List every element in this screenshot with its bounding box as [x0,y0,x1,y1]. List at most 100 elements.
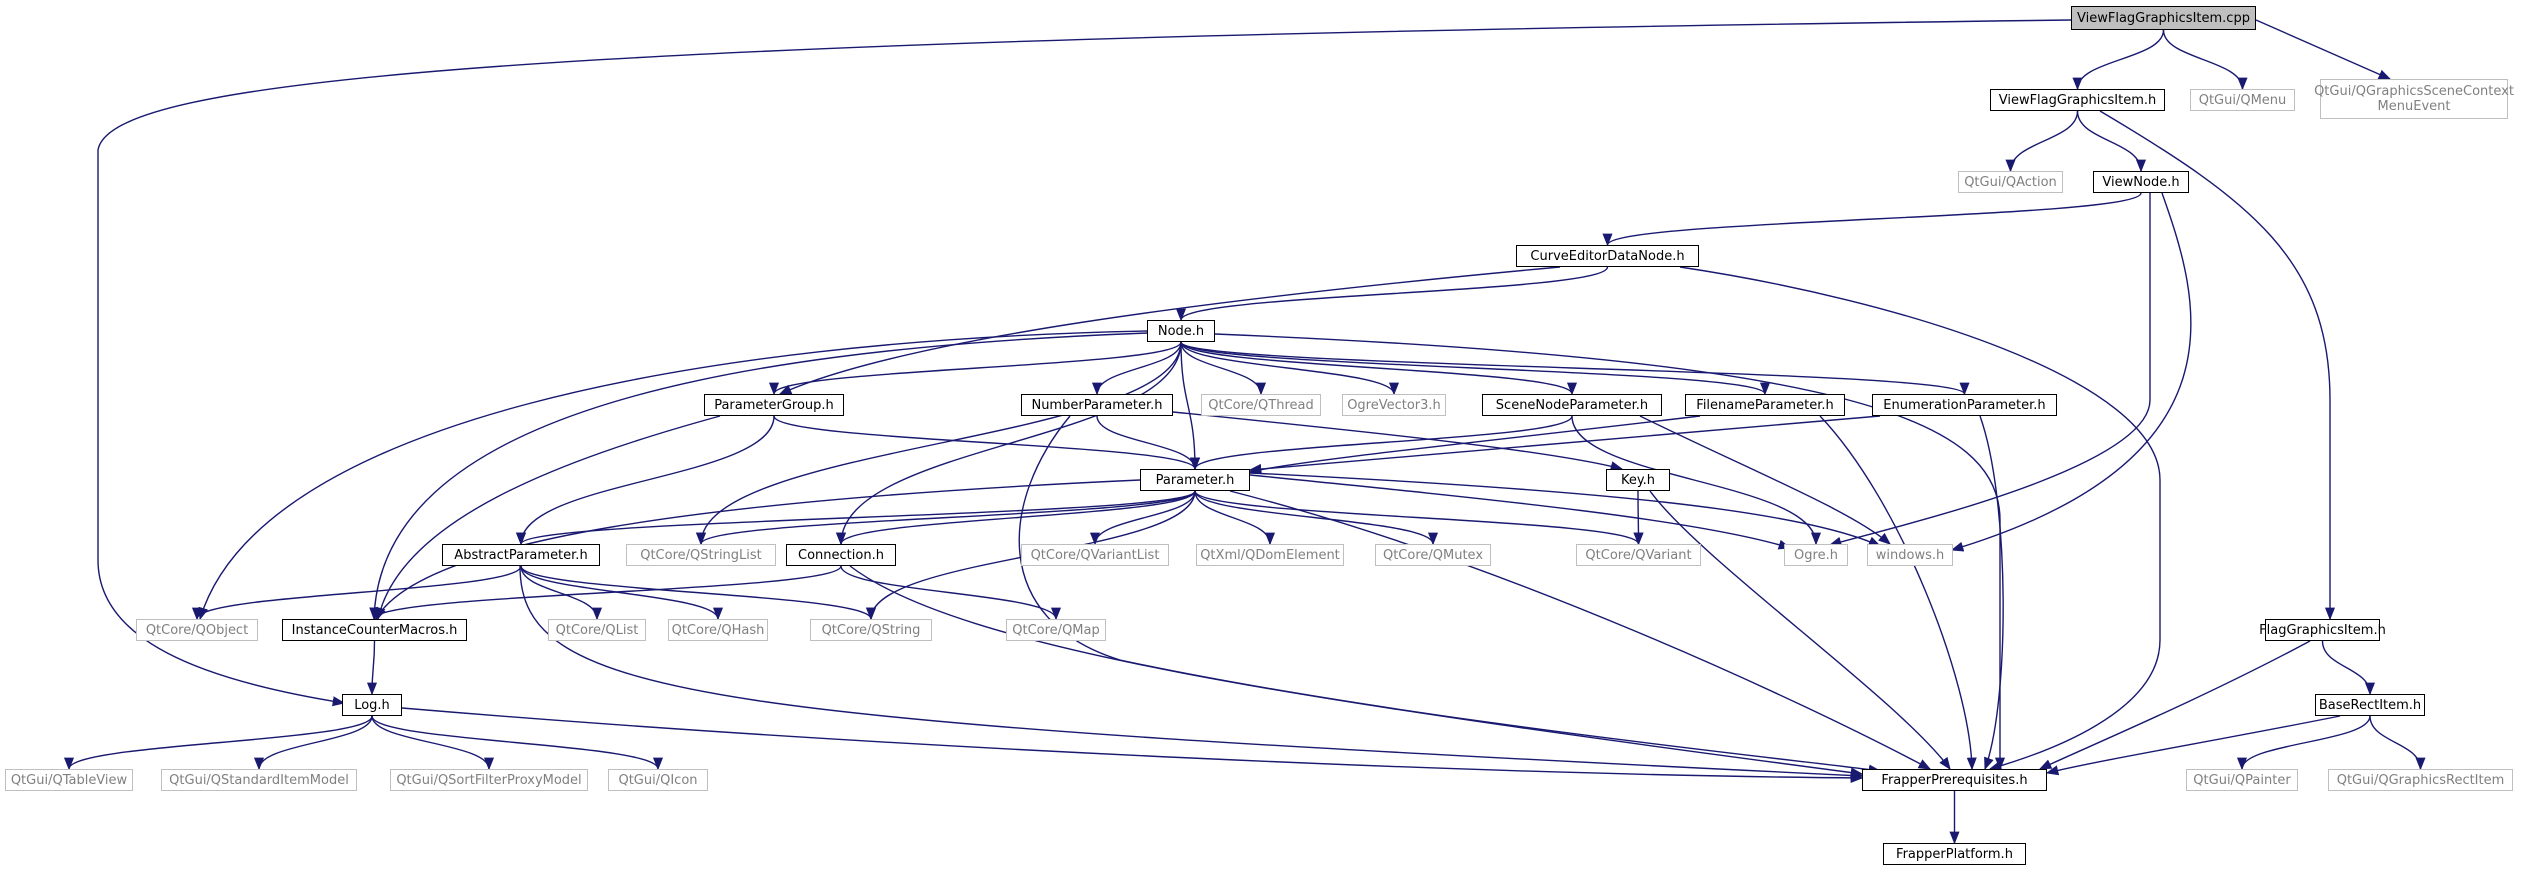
node-fplatform[interactable]: FrapperPlatform.h [1883,843,2026,865]
node-qaction[interactable]: QtGui/QAction [1958,171,2063,193]
edge-node-to-ogrevec [1180,341,1399,396]
node-qgri[interactable]: QtGui/QGraphicsRectItem [2328,769,2513,791]
edge-param-to-qdom [1194,490,1276,546]
node-qsfpm[interactable]: QtGui/QSortFilterProxyModel [390,769,588,791]
edge-absparam-to-qobject [192,565,522,621]
edge-logh-to-qicon [371,715,663,771]
edge-cedn-to-fprereq [1679,266,2161,771]
node-absparam[interactable]: AbstractParameter.h [442,544,600,566]
edge-connection-to-fprereq [849,565,1864,778]
node-qsim[interactable]: QtGui/QStandardItemModel [161,769,357,791]
edge-param-to-connection [836,490,1196,546]
node-cedn[interactable]: CurveEditorDataNode.h [1516,245,1699,267]
edge-node-to-fnparam [1180,341,1770,396]
edge-logh-to-fprereq [401,707,1864,783]
node-numparam[interactable]: NumberParameter.h [1021,394,1173,416]
node-fprereq[interactable]: FrapperPrerequisites.h [1862,769,2047,791]
edge-viewnode-to-ogreh [1828,193,2151,547]
node-param[interactable]: Parameter.h [1140,469,1250,491]
edge-bri-to-fprereq [2045,715,2341,776]
node-qmenu[interactable]: QtGui/QMenu [2190,89,2295,111]
node-qdom[interactable]: QtXml/QDomElement [1196,544,1344,566]
node-qlist[interactable]: QtCore/QList [548,619,646,641]
node-qobject[interactable]: QtCore/QObject [136,619,258,641]
edge-bri-to-qpainter [2237,715,2371,771]
node-ogrevec[interactable]: OgreVector3.h [1342,394,1446,416]
node-qtableview[interactable]: QtGui/QTableView [5,769,133,791]
node-connection[interactable]: Connection.h [786,544,896,566]
edge-viewnode-to-windows [1950,192,2192,552]
edge-pgroup-to-icm [375,415,721,621]
node-pgroup[interactable]: ParameterGroup.h [704,394,844,416]
node-qmutex[interactable]: QtCore/QMutex [1375,544,1491,566]
edge-fgi-to-bri [2321,640,2376,696]
edge-vfgi-h-to-fgi [2099,110,2336,621]
node-qpainter[interactable]: QtGui/QPainter [2186,769,2298,791]
node-qstring[interactable]: QtCore/QString [810,619,932,641]
edge-param-to-fprereq [1229,490,1932,770]
edge-numparam-to-keyh [1172,411,1624,471]
edge-connection-to-qmap [840,565,1061,621]
node-vfgi-h[interactable]: ViewFlagGraphicsItem.h [1990,89,2165,111]
edge-node-to-snparam [1180,341,1577,396]
edge-root-to-qgscme [2255,19,2392,80]
node-fgi[interactable]: FlagGraphicsItem.h [2259,619,2386,641]
edge-connection-to-icm [369,565,842,621]
edge-node-to-connection [835,341,1182,546]
node-qvarlist[interactable]: QtCore/QVariantList [1021,544,1169,566]
node-fnparam[interactable]: FilenameParameter.h [1685,394,1845,416]
edge-param-to-windows [1249,472,1882,547]
node-icm[interactable]: InstanceCounterMacros.h [282,619,467,641]
node-ogreh[interactable]: Ogre.h [1784,544,1848,566]
node-qvariant[interactable]: QtCore/QVariant [1576,544,1701,566]
node-qhash[interactable]: QtCore/QHash [668,619,768,641]
node-node[interactable]: Node.h [1147,320,1215,342]
node-windows[interactable]: windows.h [1867,544,1953,566]
edge-fnparam-to-fprereq [1819,415,1977,771]
node-root[interactable]: ViewFlagGraphicsItem.cpp [2071,6,2256,30]
edge-param-to-qstrlist [696,490,1196,546]
edge-logh-to-qsim [254,715,373,771]
edge-viewnode-to-cedn [1602,192,2142,247]
edge-node-to-enparam [1180,341,1970,396]
node-enparam[interactable]: EnumerationParameter.h [1872,394,2057,416]
edge-param-to-qmutex [1194,490,1438,546]
edge-param-to-qvariant [1194,490,1644,546]
edge-node-to-icm [369,332,1148,621]
node-keyh[interactable]: Key.h [1606,469,1670,491]
node-qstrlist[interactable]: QtCore/QStringList [626,544,776,566]
edge-node-to-qobject [198,330,1148,621]
edge-cedn-to-node [1176,266,1609,322]
edge-node-to-param [1180,341,1201,471]
node-qmap[interactable]: QtCore/QMap [1006,619,1106,641]
edge-layer [64,19,2426,845]
node-viewnode[interactable]: ViewNode.h [2093,171,2189,193]
edge-param-to-absparam [516,490,1196,546]
edge-keyh-to-qvariant [1633,490,1644,546]
node-logh[interactable]: Log.h [342,694,402,716]
edge-absparam-to-fprereq [519,565,1864,781]
edge-cedn-to-pgroup [778,266,1561,395]
edge-fgi-to-fprereq [2038,640,2311,770]
edge-snparam-to-windows [1639,415,1891,545]
edge-vfgi-h-to-viewnode [2076,110,2147,173]
edge-node-to-qstrlist [696,341,1182,546]
edge-enparam-to-fprereq [1979,415,2004,771]
node-qicon[interactable]: QtGui/QIcon [608,769,708,791]
edge-logh-to-qsfpm [371,715,494,771]
node-qthread[interactable]: QtCore/QThread [1201,394,1321,416]
edge-snparam-to-param [1190,415,1573,471]
edge-node-to-fprereq [1214,333,2006,771]
node-snparam[interactable]: SceneNodeParameter.h [1482,394,1662,416]
node-bri[interactable]: BaseRectItem.h [2315,694,2425,716]
edge-snparam-to-ogreh [1571,415,1821,546]
edge-bri-to-qgri [2369,715,2426,771]
edge-vfgi-h-to-qaction [2005,110,2079,173]
edge-node-to-pgroup [769,341,1182,396]
edge-absparam-to-qstring [520,565,876,621]
edge-keyh-to-fprereq [1649,490,1951,771]
node-qgscme[interactable]: QtGui/QGraphicsSceneContext MenuEvent [2314,79,2514,119]
edge-root-to-vfgi-h [2072,29,2165,91]
